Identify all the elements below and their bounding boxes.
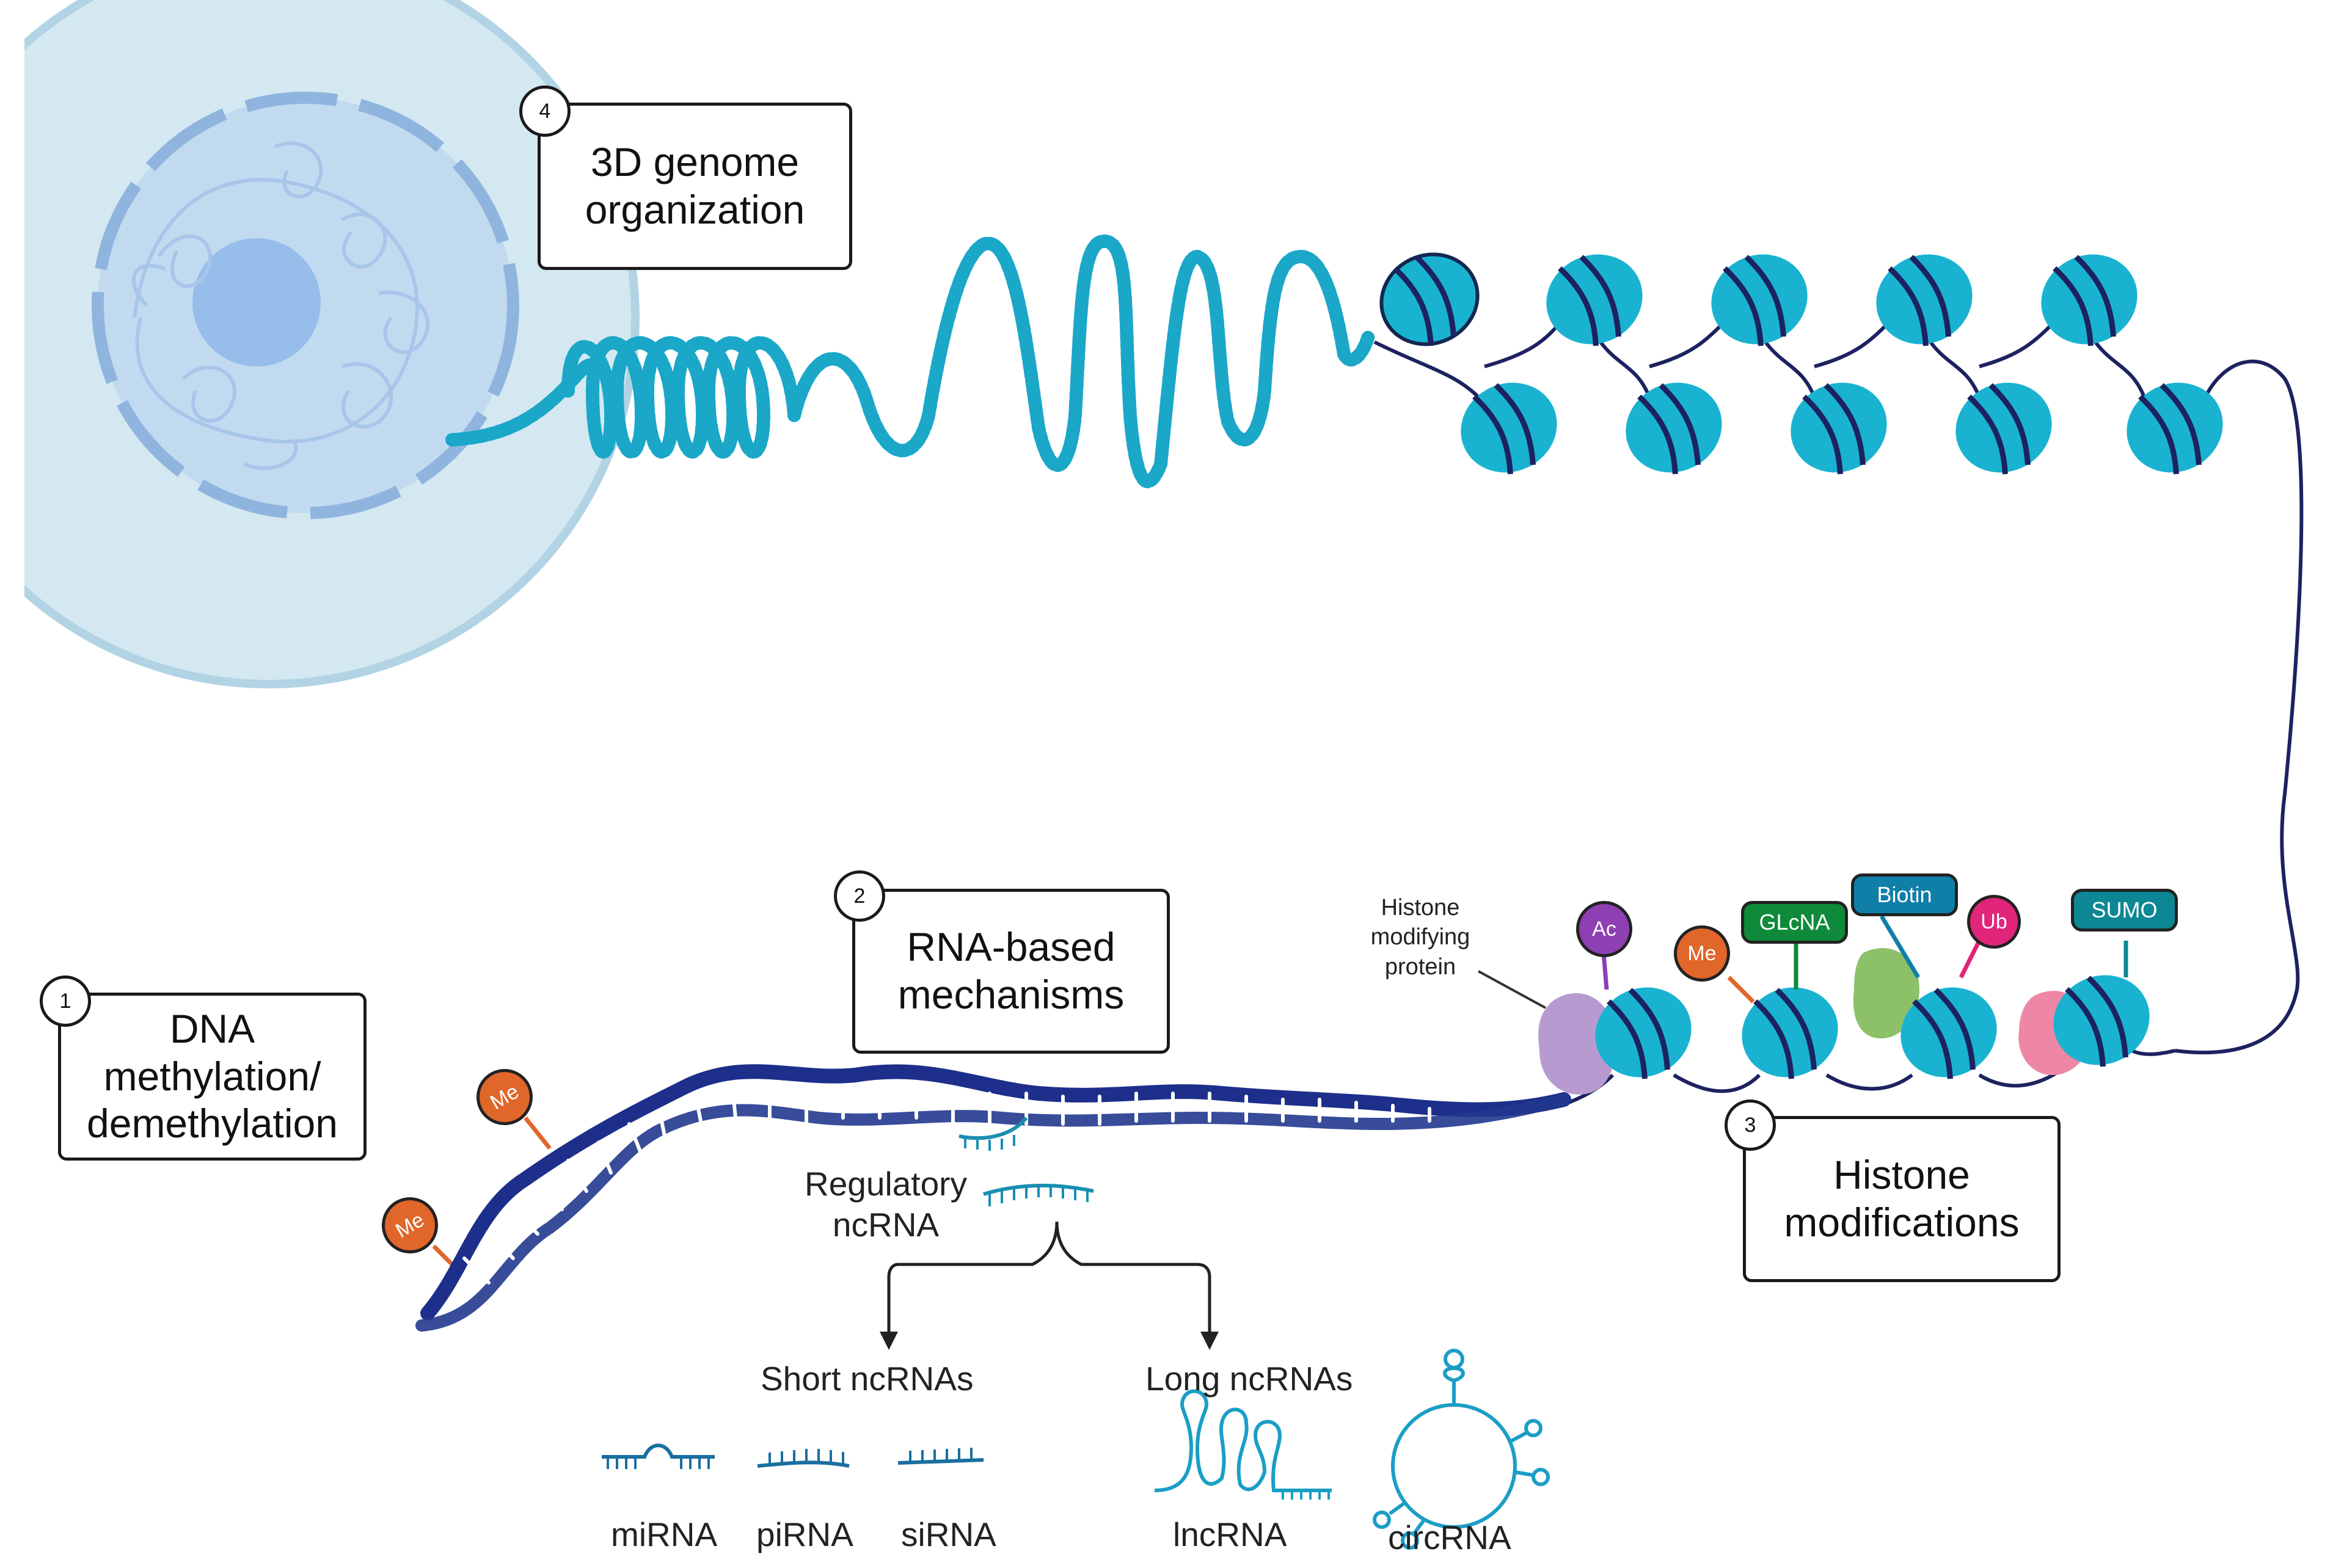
- histone-modifying-protein-blob: [1538, 993, 1615, 1095]
- nucleosomes-bottom: [1595, 975, 2150, 1079]
- number-badge-3: 3: [1725, 1099, 1776, 1151]
- dna-double-helix: [415, 1064, 1571, 1332]
- short-ncrna-icons: [602, 1443, 984, 1469]
- methyl-tag-histone: Me: [1674, 925, 1730, 982]
- number-badge-2: 2: [834, 870, 885, 922]
- glcna-tag: GLcNA: [1741, 901, 1848, 944]
- circrna-label: circRNA: [1388, 1519, 1511, 1556]
- nucleosomes-top: [1379, 252, 2223, 475]
- nucleolus: [192, 238, 321, 366]
- lncrna-label: lncRNA: [1173, 1515, 1287, 1553]
- histone-modifying-protein-label: Histone modifying protein: [1370, 895, 1470, 980]
- acetyl-tag: Ac: [1576, 901, 1632, 957]
- box-histone-modifications: Histone modifications: [1743, 1116, 2061, 1282]
- ubiquitin-tag: Ub: [1967, 895, 2021, 949]
- pirna-label: piRNA: [756, 1515, 853, 1553]
- box-rna-based-mechanisms: RNA-based mechanisms: [852, 889, 1170, 1054]
- mirna-label: miRNA: [611, 1515, 718, 1553]
- green-enzyme-blob: [1853, 948, 1919, 1038]
- branch-arrows: [880, 1221, 1219, 1350]
- number-badge-1: 1: [40, 975, 91, 1027]
- lncrna-icon: [1154, 1389, 1332, 1500]
- box-3d-genome-organization: 3D genome organization: [538, 103, 852, 270]
- ncrna-strands: [958, 1117, 1094, 1206]
- circrna-icon: [1373, 1349, 1550, 1550]
- pirna-icon: [757, 1449, 850, 1468]
- long-ncrnas-heading: Long ncRNAs: [1145, 1360, 1353, 1398]
- box-dna-methylation: DNA methylation/ demethylation: [58, 993, 367, 1161]
- regulatory-ncrna-label: Regulatory ncRNA: [805, 1165, 967, 1244]
- linker-dna-top: [1373, 316, 2304, 1055]
- chromatin-fiber: [445, 234, 1375, 489]
- sirna-icon: [897, 1448, 984, 1465]
- cell-illustration: [0, 0, 640, 690]
- protein-pointer-line: [1478, 970, 1546, 1009]
- sirna-label: siRNA: [901, 1515, 996, 1553]
- biotin-tag: Biotin: [1851, 873, 1958, 916]
- short-ncrnas-heading: Short ncRNAs: [761, 1360, 974, 1398]
- sumo-tag: SUMO: [2071, 889, 2178, 932]
- number-badge-4: 4: [519, 86, 571, 137]
- mirna-icon: [602, 1443, 715, 1469]
